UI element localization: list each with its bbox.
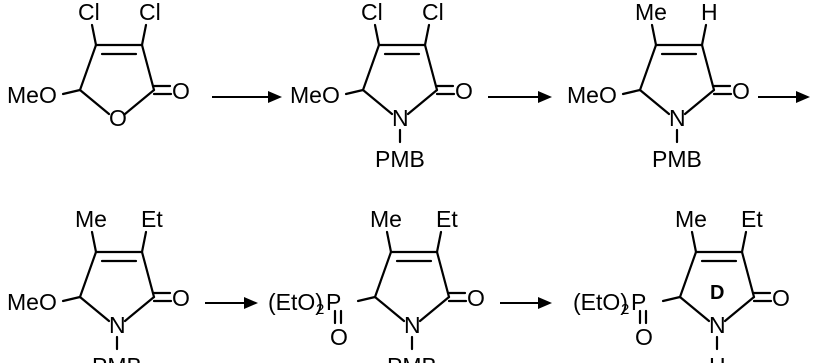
carbonyl-oxygen: O — [772, 285, 790, 311]
phosphonate-subscript: 2 — [316, 301, 324, 318]
substituent-top-left: Me — [370, 206, 402, 232]
n-group: PMB — [652, 146, 702, 172]
n-group: PMB — [92, 353, 142, 363]
phosphoryl-oxygen: O — [635, 324, 653, 350]
ring-atom: N — [404, 312, 421, 338]
substituent-top-right: Cl — [422, 0, 444, 25]
substituent-top-right: Et — [741, 206, 763, 232]
compound-6: Me Et (EtO) 2 P O D N O H — [573, 206, 790, 363]
phosphonate-ester: (EtO) — [268, 289, 323, 315]
compound-1: Cl Cl MeO O O — [7, 0, 190, 131]
compound-4: Me Et MeO N O PMB — [7, 206, 190, 363]
reaction-arrow-5 — [500, 297, 552, 309]
substituent-top-right: Et — [436, 206, 458, 232]
substituent-top-left: Me — [675, 206, 707, 232]
carbonyl-oxygen: O — [732, 78, 750, 104]
carbonyl-oxygen: O — [172, 285, 190, 311]
compound-3: Me H MeO N O PMB — [567, 0, 750, 172]
reaction-arrow-2 — [488, 91, 552, 103]
n-group: H — [709, 353, 726, 363]
substituent-top-right: Et — [141, 206, 163, 232]
substituent-top-left: Me — [75, 206, 107, 232]
reaction-arrow-3 — [758, 91, 810, 103]
ring-atom: N — [392, 105, 409, 131]
n-group: PMB — [387, 353, 437, 363]
substituent-left: MeO — [567, 82, 617, 108]
carbonyl-oxygen: O — [455, 78, 473, 104]
carbonyl-oxygen: O — [467, 285, 485, 311]
phosphoryl-oxygen: O — [330, 324, 348, 350]
n-group: PMB — [375, 146, 425, 172]
ring-atom: O — [109, 105, 127, 131]
substituent-left: MeO — [290, 82, 340, 108]
ring-atom: N — [109, 312, 126, 338]
reaction-arrow-1 — [212, 91, 282, 103]
substituent-left: MeO — [7, 82, 57, 108]
phosphorus-atom: P — [631, 289, 646, 315]
ring-atom: N — [709, 312, 726, 338]
phosphorus-atom: P — [326, 289, 341, 315]
ring-label: D — [710, 282, 724, 304]
substituent-top-right: Cl — [139, 0, 161, 25]
compound-2: Cl Cl MeO N O PMB — [290, 0, 473, 172]
carbonyl-oxygen: O — [172, 78, 190, 104]
substituent-top-right: H — [701, 0, 718, 25]
substituent-top-left: Cl — [78, 0, 100, 25]
phosphonate-ester: (EtO) — [573, 289, 628, 315]
substituent-top-left: Cl — [361, 0, 383, 25]
reaction-arrow-4 — [205, 297, 258, 309]
substituent-left: MeO — [7, 289, 57, 315]
substituent-top-left: Me — [635, 0, 667, 25]
phosphonate-subscript: 2 — [621, 301, 629, 318]
compound-5: Me Et (EtO) 2 P O N O PMB — [268, 206, 485, 363]
ring-atom: N — [669, 105, 686, 131]
